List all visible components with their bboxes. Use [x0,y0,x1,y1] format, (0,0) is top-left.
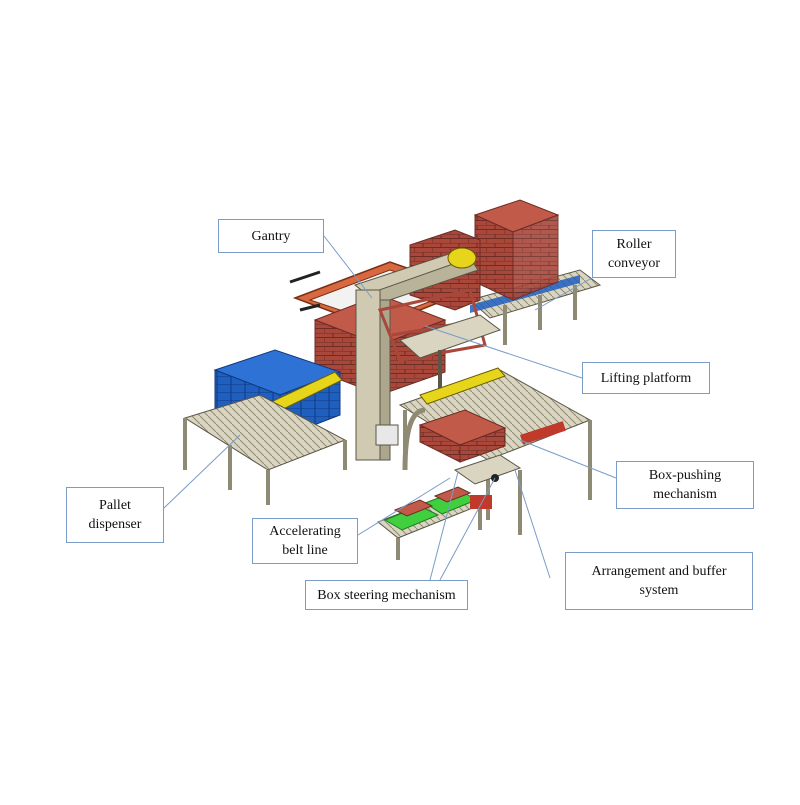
gantry-label: Gantry [218,219,324,253]
finished-brick-stack [473,199,560,301]
pallet-dispenser-label: Pallet dispenser [66,487,164,543]
accelerating-belt-label: Accelerating belt line [252,518,358,564]
arrangement-section-part [398,367,592,535]
leader-arrange [514,469,551,579]
gantry-beams [353,247,487,461]
leader-steering-a [429,471,459,581]
leader-roller [534,277,593,311]
leader-lines [163,235,617,581]
leader-lifting [424,325,583,379]
leader-gantry [323,235,373,299]
lifting-platform-label: Lifting platform [582,362,710,394]
accelerating-belt-part [377,486,492,560]
pallet-dispenser-part [183,349,347,505]
roller-conveyor-label: Roller conveyor [592,230,676,278]
leader-pallet [163,434,241,509]
box-pushing-label: Box-pushing mechanism [616,461,754,509]
leader-accel [357,477,451,536]
arrangement-buffer-label: Arrangement and buffer system [565,552,753,610]
leader-boxpush [519,439,617,479]
lifting-platform-part [399,314,502,395]
leader-steering-b [439,477,496,581]
box-steering-label: Box steering mechanism [305,580,468,610]
